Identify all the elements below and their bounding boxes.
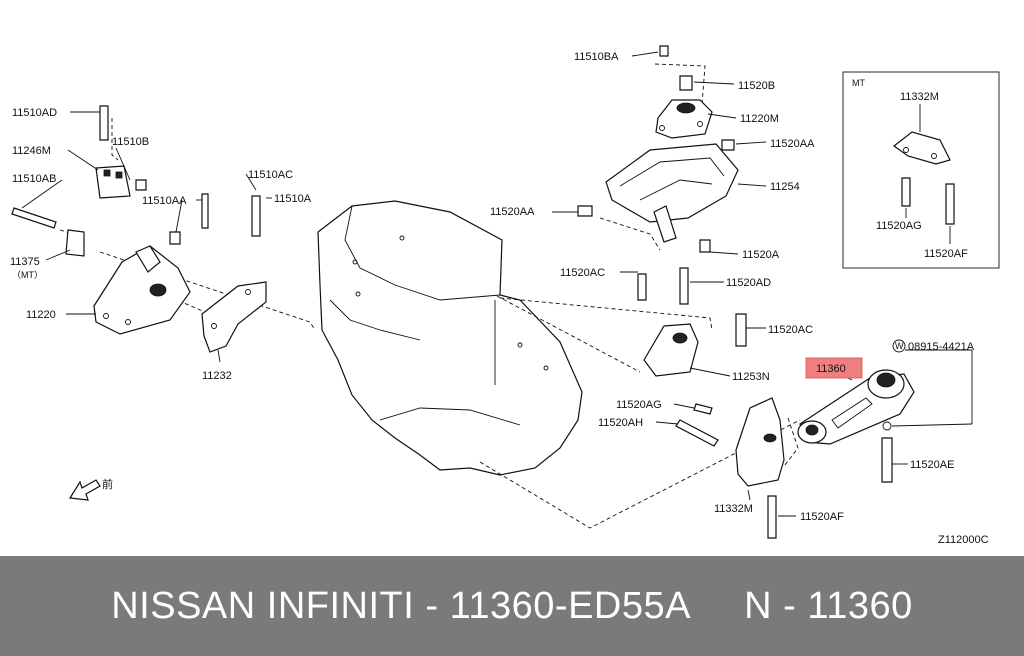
label-11520AD: 11520AD [726, 277, 771, 289]
label-11520AF-box: 11520AF [924, 248, 968, 260]
part-labels: 11510BA 11520B 11220M 11520AA 11254 1152… [10, 51, 989, 546]
label-08915: 08915-4421A [908, 341, 975, 353]
front-mark: 前 [102, 477, 113, 491]
label-11520AG: 11520AG [616, 399, 662, 411]
label-11232: 11232 [202, 370, 232, 382]
label-11520AH: 11520AH [598, 417, 643, 429]
label-11510B: 11510B [112, 136, 149, 148]
part-number-caption: NISSAN INFINITI - 11360-ED55A N - 11360 [111, 584, 913, 627]
label-11520B: 11520B [738, 80, 775, 92]
bracket-11254 [577, 139, 739, 253]
label-11520AF: 11520AF [800, 511, 844, 523]
label-11510AD: 11510AD [12, 107, 57, 119]
label-11510A: 11510A [274, 193, 312, 205]
label-11520AA-mid: 11520AA [490, 206, 535, 218]
label-ticks [21, 51, 973, 517]
label-11220: 11220 [26, 309, 56, 321]
washer-circle-icon [892, 339, 906, 353]
label-11375: 11375 [10, 256, 40, 268]
label-washer-w: W [895, 341, 904, 351]
bracket-11253N [637, 267, 747, 377]
label-11332M: 11332M [714, 503, 753, 515]
label-11254: 11254 [770, 181, 800, 193]
label-11246M: 11246M [12, 145, 51, 157]
label-11332M-box: 11332M [900, 91, 939, 103]
label-11520AC-a: 11520AC [560, 267, 605, 279]
torque-rod-11360 [797, 369, 915, 483]
label-11520AE: 11520AE [910, 459, 954, 471]
label-11510AB: 11510AB [12, 173, 56, 185]
label-11510AC: 11510AC [248, 169, 293, 181]
mount-11220 [11, 105, 209, 335]
mt-inset [842, 71, 1000, 269]
label-11520AG-box: 11520AG [876, 220, 922, 232]
mount-11220M [655, 45, 713, 139]
label-11360: 11360 [816, 363, 846, 375]
label-11520A: 11520A [742, 249, 780, 261]
label-mt-box-title: MT [852, 78, 865, 88]
front-arrow-icon [68, 479, 101, 501]
bracket-11232 [201, 195, 267, 353]
label-11520AA-top: 11520AA [770, 138, 815, 150]
diagram-canvas: 前 11510BA 11520B 11220M 11520AA 11254 11… [10, 45, 1000, 546]
footer-bar: NISSAN INFINITI - 11360-ED55A N - 11360 [0, 556, 1024, 656]
parts-diagram: 前 11510BA 11520B 11220M 11520AA 11254 11… [10, 45, 1000, 546]
highlight-box [805, 357, 863, 379]
label-11375-note: （MT） [12, 270, 43, 280]
label-11510BA: 11510BA [574, 51, 619, 63]
diagram-code: Z112000C [938, 534, 989, 546]
bracket-11332M [675, 397, 785, 539]
label-11253N: 11253N [732, 371, 770, 383]
label-11520AC-b: 11520AC [768, 324, 813, 336]
engine-block [317, 200, 583, 476]
label-11220M: 11220M [740, 113, 779, 125]
label-11510AA: 11510AA [142, 195, 187, 207]
